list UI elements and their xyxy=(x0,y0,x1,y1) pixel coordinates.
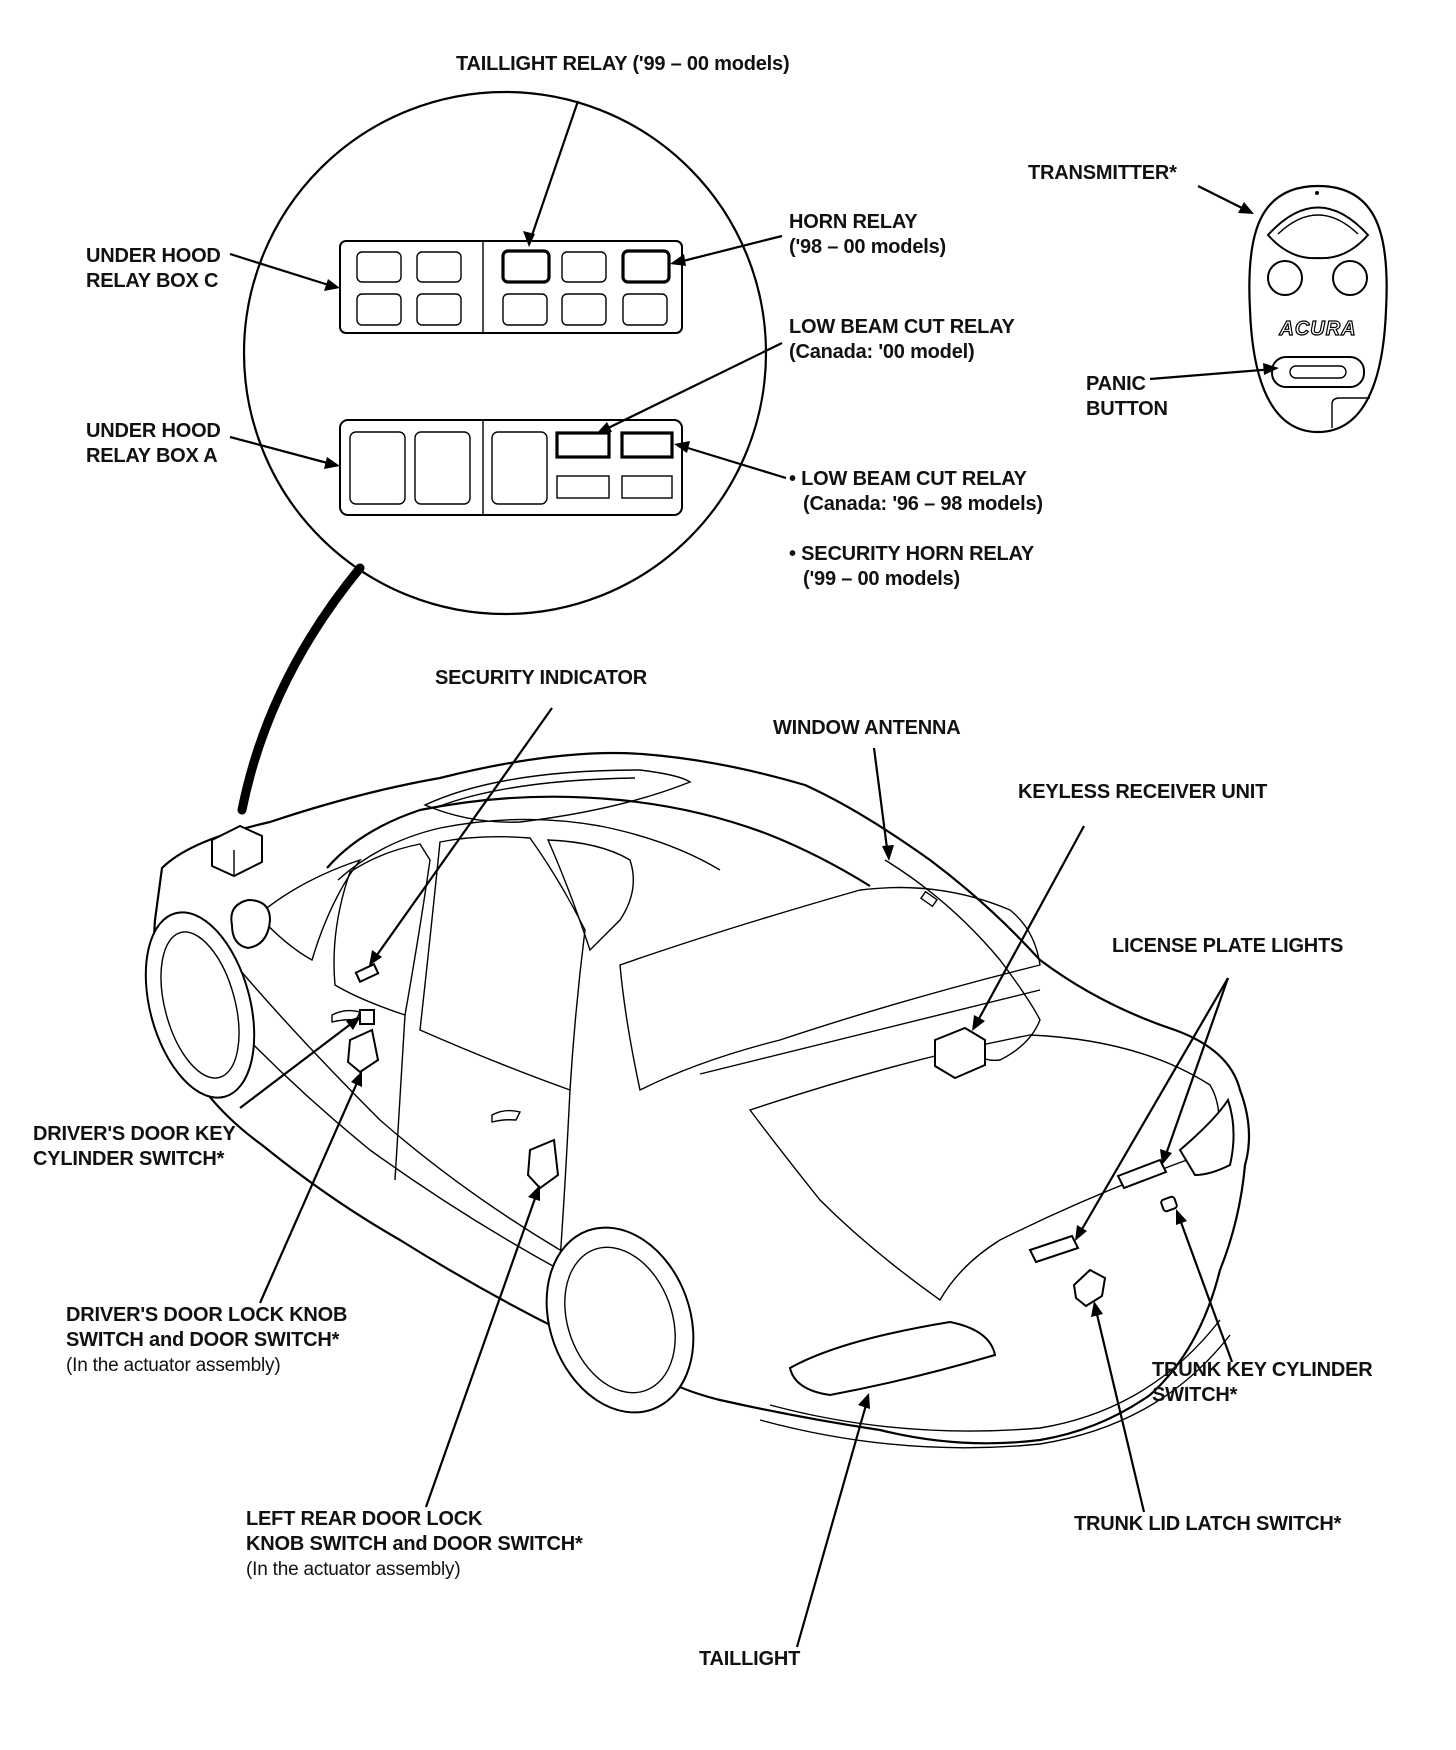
trunk-key-cylinder-label: TRUNK KEY CYLINDER SWITCH* xyxy=(1152,1359,1373,1406)
license-plate-label: LICENSE PLATE LIGHTS xyxy=(1112,935,1344,957)
trunk-latch-label: TRUNK LID LATCH SWITCH* xyxy=(1074,1513,1342,1535)
car-illustration xyxy=(144,751,1251,1449)
driver-key-cylinder-label: DRIVER'S DOOR KEY CYLINDER SWITCH* xyxy=(33,1123,236,1170)
left-rear-door-label: LEFT REAR DOOR LOCK KNOB SWITCH and DOOR… xyxy=(246,1508,583,1580)
taillight-relay-marker xyxy=(501,249,551,284)
driver-lock-knob-label: DRIVER'S DOOR LOCK KNOB SWITCH and DOOR … xyxy=(66,1304,348,1376)
detail-leaders xyxy=(229,100,787,480)
relay-box-a xyxy=(339,419,683,516)
transmitter-brand: ACURA xyxy=(1278,318,1356,340)
horn-relay-label: HORN RELAY ('98 – 00 models) xyxy=(789,211,946,258)
transmitter-label: TRANSMITTER* xyxy=(1028,162,1177,184)
security-indicator-label: SECURITY INDICATOR xyxy=(435,667,647,689)
keyless-receiver-label: KEYLESS RECEIVER UNIT xyxy=(1018,781,1268,803)
low-beam-00-marker xyxy=(555,431,611,459)
low-beam-96-marker xyxy=(620,431,674,459)
security-horn-label: • SECURITY HORN RELAY ('99 – 00 models) xyxy=(789,543,1035,590)
horn-relay-marker xyxy=(621,249,671,284)
low-beam-96-label: • LOW BEAM CUT RELAY (Canada: '96 – 98 m… xyxy=(789,468,1043,515)
taillight-label: TAILLIGHT xyxy=(699,1648,801,1670)
transmitter-fob: ACURA xyxy=(1248,184,1388,434)
low-beam-00-label: LOW BEAM CUT RELAY (Canada: '00 model) xyxy=(789,316,1015,363)
taillight-relay-label: TAILLIGHT RELAY ('99 – 00 models) xyxy=(456,53,790,75)
transmitter-leaders xyxy=(1149,185,1279,381)
car-leaders xyxy=(239,707,1234,1648)
relay-box-c-label: UNDER HOOD RELAY BOX C xyxy=(86,245,221,292)
relay-box-a-label: UNDER HOOD RELAY BOX A xyxy=(86,420,221,467)
window-antenna-label: WINDOW ANTENNA xyxy=(773,717,961,739)
panic-button-label: PANIC BUTTON xyxy=(1086,373,1168,420)
relay-box-c xyxy=(339,240,683,334)
